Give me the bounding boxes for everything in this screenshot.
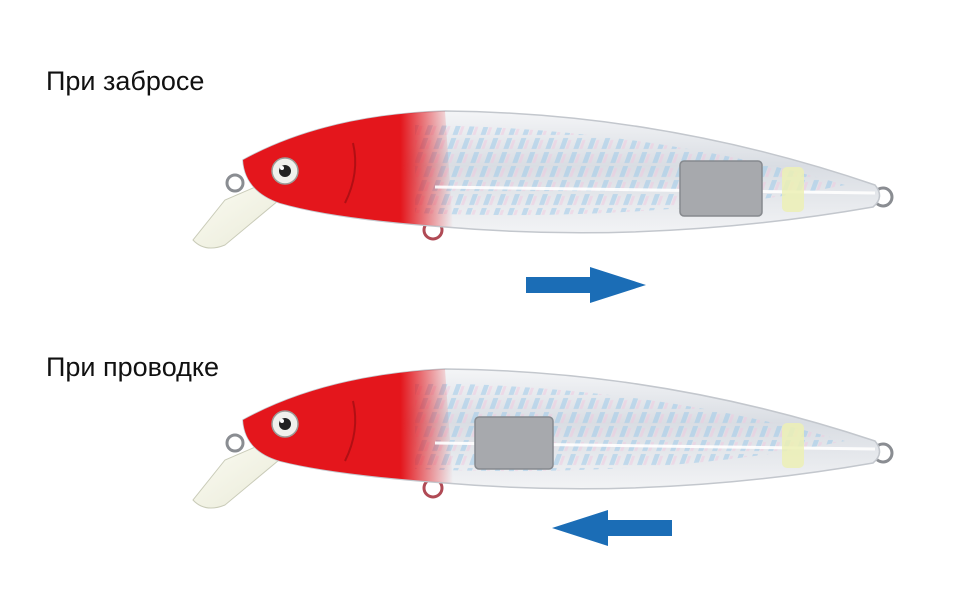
caption-cast: При забросе	[46, 66, 205, 96]
caption-retrieve: При проводке	[46, 352, 220, 382]
right-arrow-icon	[526, 267, 646, 303]
left-arrow-icon	[552, 510, 672, 546]
lure-cast-illustration	[192, 110, 894, 249]
lure-retrieve-illustration	[192, 368, 894, 509]
